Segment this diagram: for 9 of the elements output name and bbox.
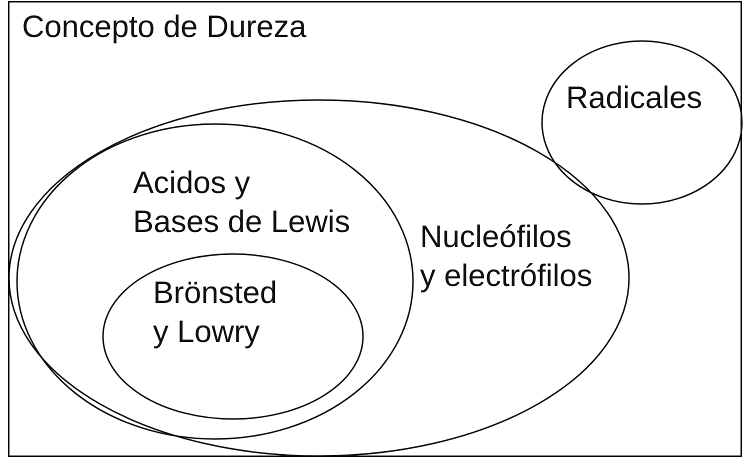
outer-frame bbox=[8, 1, 742, 457]
set-label: Brönsted y Lowry bbox=[153, 274, 278, 351]
set-ellipse bbox=[16, 123, 414, 440]
frame-title: Concepto de Dureza bbox=[22, 8, 306, 46]
set-ellipse bbox=[102, 253, 364, 420]
set-label: Nucleófilos y electrófilos bbox=[420, 218, 592, 295]
set-label: Radicales bbox=[566, 79, 702, 117]
set-label: Acidos y Bases de Lewis bbox=[133, 164, 350, 241]
set-circle bbox=[541, 40, 743, 205]
